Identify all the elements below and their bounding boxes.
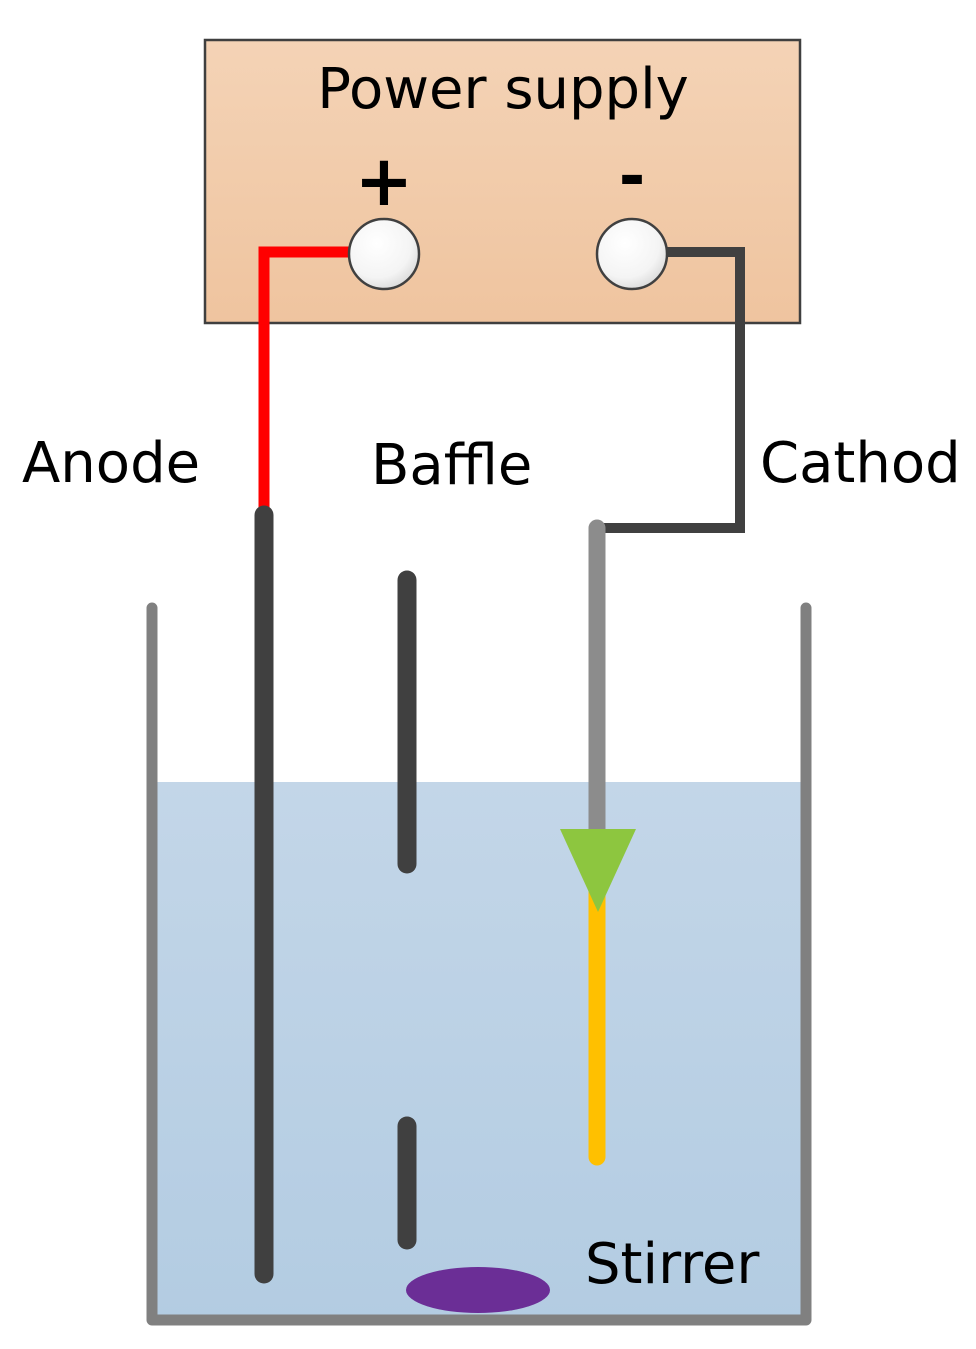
stirrer-bar — [406, 1267, 550, 1313]
beaker — [146, 602, 812, 1326]
positive-terminal — [347, 217, 421, 291]
positive-symbol: + — [355, 140, 414, 222]
negative-terminal — [595, 217, 669, 291]
baffle-label: Baffle — [371, 433, 532, 498]
stirrer-label: Stirrer — [585, 1232, 760, 1297]
cathode-tip-triangle — [560, 829, 636, 912]
anode-label: Anode — [22, 431, 200, 496]
power-supply-box — [203, 38, 802, 325]
power-supply-title: Power supply — [317, 57, 689, 122]
positive-wire — [258, 246, 358, 521]
negative-wire — [592, 247, 745, 533]
negative-symbol: - — [619, 140, 646, 214]
cathode-label: Cathod — [760, 431, 961, 496]
